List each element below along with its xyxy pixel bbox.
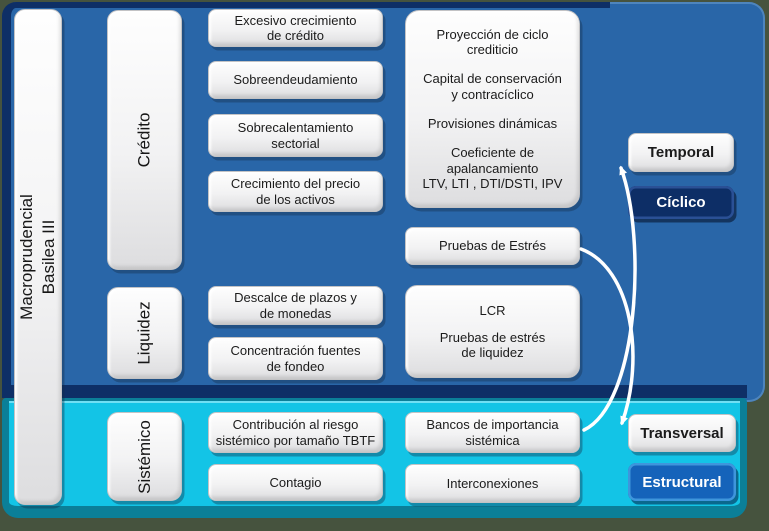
title-line-basilea: Basilea III [39, 219, 58, 295]
instruments-liquidez-box: LCR Pruebas de estrés de liquidez [405, 285, 580, 378]
instrument-estres-liquidez: Pruebas de estrés de liquidez [439, 329, 546, 361]
instrument-interconexiones: Interconexiones [405, 464, 580, 503]
instruments-credito-box: Proyección de ciclo crediticio Capital d… [405, 10, 580, 208]
category-liquidez: Liquidez [107, 287, 182, 379]
risk-crecimiento-precio-activos: Crecimiento del precio de los activos [208, 171, 383, 212]
macroprudential-title-bar: Macroprudencial Basilea III [14, 9, 62, 505]
macroprudential-title-text: Macroprudencial Basilea III [16, 194, 60, 320]
risk-concentracion-fondeo: Concentración fuentes de fondeo [208, 337, 383, 380]
title-line-macroprudencial: Macroprudencial [17, 194, 36, 320]
frame-bottom-strip [610, 385, 747, 398]
risk-label: Contagio [269, 474, 322, 490]
risk-label: Sobreendeudamiento [233, 72, 358, 88]
dimension-ciclico-badge: Cíclico [628, 186, 734, 219]
instrument-bancos-sistemicos: Bancos de importancia sistémica [405, 412, 580, 453]
dimension-transversal-label: Transversal [640, 424, 724, 442]
category-sistemico: Sistémico [107, 412, 182, 501]
risk-sobrecalentamiento-sectorial: Sobrecalentamiento sectorial [208, 114, 383, 157]
inner-recessed-frame [2, 2, 610, 398]
dimension-temporal-badge: Temporal [628, 133, 734, 172]
risk-label: Descalce de plazos y de monedas [234, 290, 357, 321]
category-sistemico-label: Sistémico [134, 419, 154, 494]
risk-label: Crecimiento del precio de los activos [230, 176, 361, 207]
dimension-transversal-badge: Transversal [628, 414, 736, 452]
risk-label: Excesivo crecimiento de crédito [234, 12, 357, 43]
risk-contribucion-tbtf: Contribución al riesgo sistémico por tam… [208, 412, 383, 453]
instrument-label: Bancos de importancia sistémica [426, 417, 559, 448]
dimension-temporal-label: Temporal [647, 144, 715, 161]
risk-label: Concentración fuentes de fondeo [230, 343, 361, 374]
instrument-label: Interconexiones [446, 475, 539, 491]
risk-descalce-plazos-monedas: Descalce de plazos y de monedas [208, 286, 383, 325]
risk-excesivo-crecimiento-credito: Excesivo crecimiento de crédito [208, 9, 383, 47]
instrument-label: Pruebas de Estrés [439, 238, 546, 254]
category-credito: Crédito [107, 10, 182, 270]
instrument-provisiones-dinamicas: Provisiones dinámicas [427, 116, 558, 131]
risk-contagio: Contagio [208, 464, 383, 501]
dimension-estructural-label: Estructural [642, 473, 722, 491]
category-credito-label: Crédito [134, 112, 154, 168]
risk-sobreendeudamiento: Sobreendeudamiento [208, 61, 383, 99]
dimension-estructural-badge: Estructural [628, 463, 736, 501]
category-liquidez-label: Liquidez [134, 301, 154, 365]
instrument-pruebas-estres: Pruebas de Estrés [405, 227, 580, 265]
dimension-ciclico-label: Cíclico [656, 194, 706, 211]
instrument-proyeccion-ciclo: Proyección de ciclo crediticio [436, 26, 549, 58]
instrument-lcr: LCR [479, 302, 506, 318]
risk-label: Sobrecalentamiento sectorial [237, 120, 354, 151]
instrument-coeficiente-apalancamiento: Coeficiente de apalancamiento LTV, LTI ,… [422, 145, 563, 191]
instrument-capital-conservacion: Capital de conservación y contracíclico [423, 71, 562, 102]
risk-label: Contribución al riesgo sistémico por tam… [215, 417, 376, 448]
